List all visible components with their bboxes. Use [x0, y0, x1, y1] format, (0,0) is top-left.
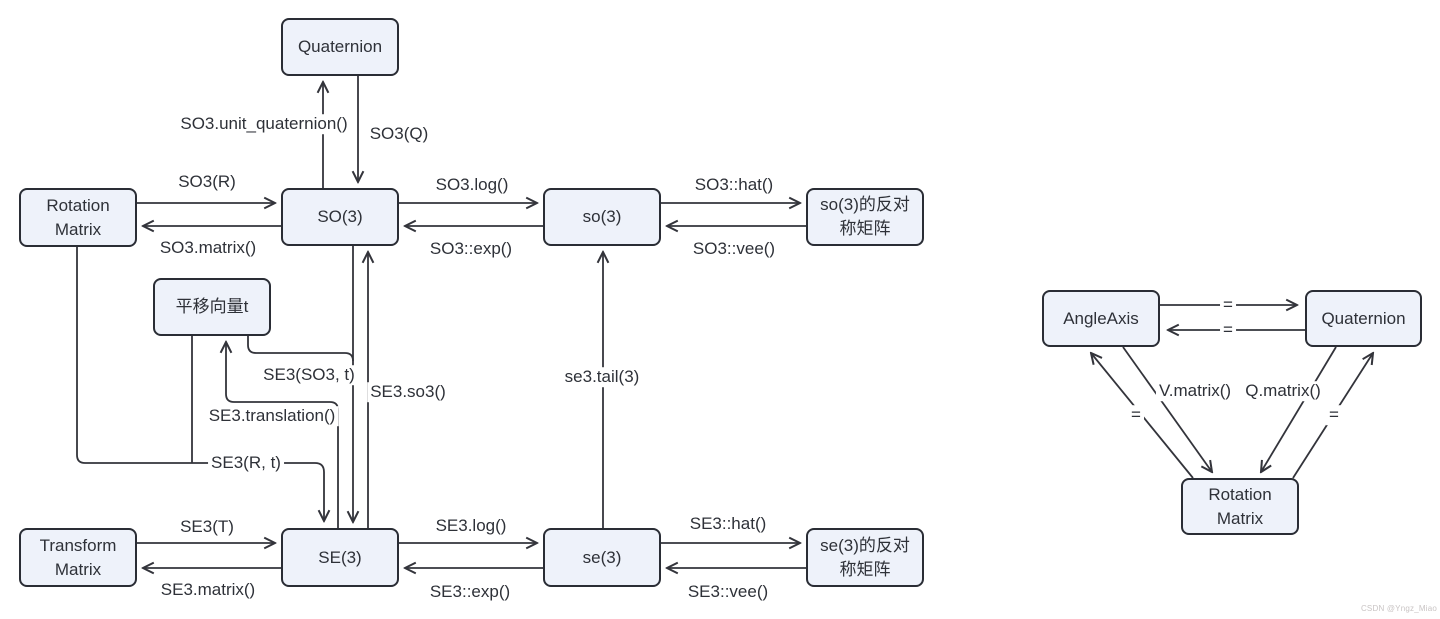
label-so3-hat: SO3::hat() — [691, 175, 777, 195]
label-so3-log: SO3.log() — [432, 175, 512, 195]
edge-translation-branch-ctor — [247, 336, 354, 362]
edge-rotmatrix-to-se3-rt — [76, 247, 324, 521]
label-so3-q: SO3(Q) — [366, 124, 432, 144]
label-se3-t: SE3(T) — [177, 517, 237, 537]
edge-angleaxis-to-rotmat — [1122, 346, 1212, 472]
label-unit-quaternion: SO3.unit_quaternion() — [177, 114, 351, 134]
label-se3-tail: se3.tail(3) — [561, 367, 643, 387]
label-se3-exp: SE3::exp() — [426, 582, 514, 602]
label-eq-right: = — [1326, 405, 1342, 425]
label-se3-hat: SE3::hat() — [686, 514, 770, 534]
label-se3-log: SE3.log() — [432, 516, 510, 536]
node-rotation-matrix: Rotation Matrix — [19, 188, 137, 247]
label-se3-translation: SE3.translation() — [205, 406, 339, 426]
label-so3-matrix: SO3.matrix() — [156, 238, 260, 258]
node-transform-matrix: Transform Matrix — [19, 528, 137, 587]
label-se3-so3-t: SE3(SO3, t) — [260, 365, 358, 385]
label-eq-bottom: = — [1220, 320, 1236, 340]
node-so3-algebra: so(3) — [543, 188, 661, 246]
node-angle-axis: AngleAxis — [1042, 290, 1160, 347]
node-se3-algebra: se(3) — [543, 528, 661, 587]
label-se3-matrix: SE3.matrix() — [157, 580, 259, 600]
node-quaternion-right: Quaternion — [1305, 290, 1422, 347]
label-so3-exp: SO3::exp() — [426, 239, 516, 259]
label-q-matrix: Q.matrix() — [1242, 381, 1324, 401]
label-se3-so3: SE3.so3() — [367, 382, 449, 402]
node-rotation-matrix-right: Rotation Matrix — [1181, 478, 1299, 535]
watermark: CSDN @Yngz_Miao — [1360, 604, 1437, 613]
label-v-matrix: V.matrix() — [1155, 381, 1235, 401]
label-se3-r-t: SE3(R, t) — [208, 453, 284, 473]
edge-quat-to-rotmat — [1261, 346, 1337, 472]
label-se3-vee: SE3::vee() — [684, 582, 772, 602]
node-so3-skew-matrix: so(3)的反对称矩阵 — [806, 188, 924, 246]
node-quaternion: Quaternion — [281, 18, 399, 76]
node-se3-group: SE(3) — [281, 528, 399, 587]
label-eq-left: = — [1128, 405, 1144, 425]
label-eq-top: = — [1220, 295, 1236, 315]
label-so3-vee: SO3::vee() — [689, 239, 779, 259]
label-so3-r: SO3(R) — [175, 172, 239, 192]
node-so3-group: SO(3) — [281, 188, 399, 246]
node-translation-vector: 平移向量t — [153, 278, 271, 336]
node-se3-skew-matrix: se(3)的反对称矩阵 — [806, 528, 924, 587]
